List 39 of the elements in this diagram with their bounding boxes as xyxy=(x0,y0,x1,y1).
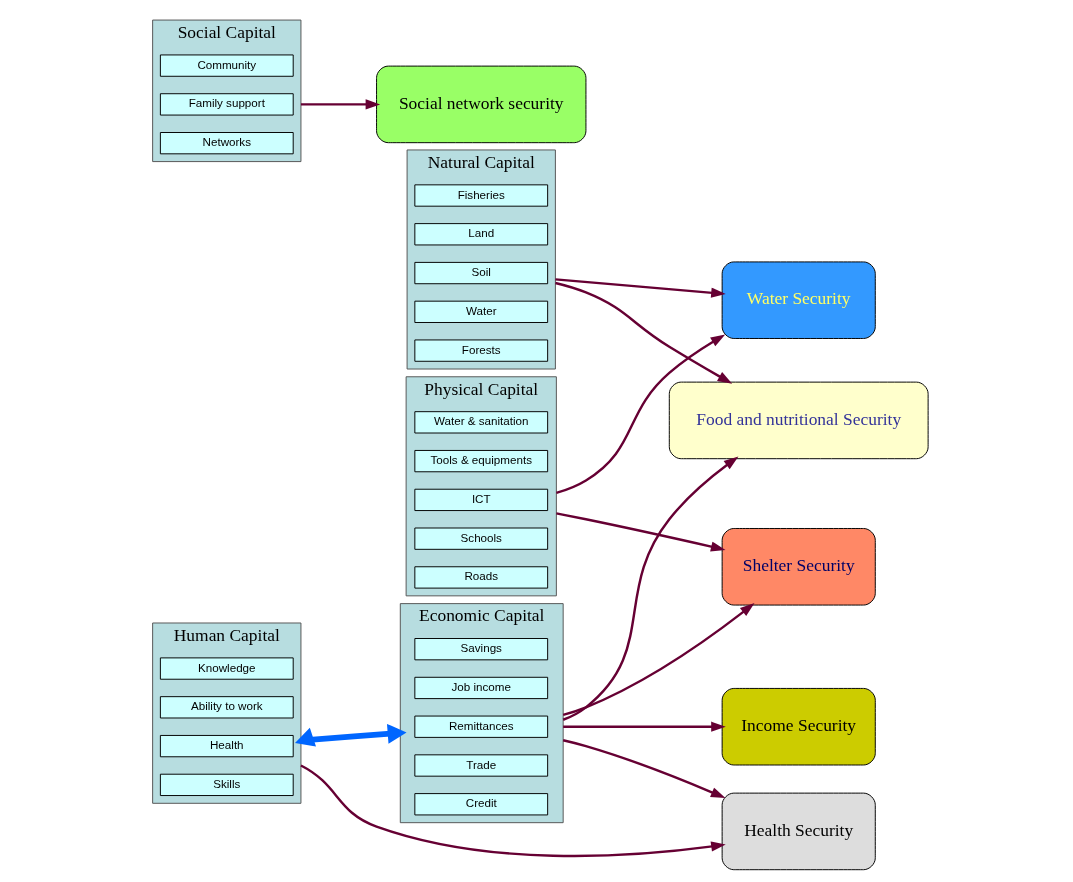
node-box: Fisheries xyxy=(414,184,549,207)
node-box: Skills xyxy=(159,773,294,797)
arrow xyxy=(295,723,407,747)
node-box: Credit xyxy=(414,793,549,816)
node-box: Water xyxy=(414,300,549,323)
node-box: Social network security xyxy=(376,65,587,144)
node-box: Water Security xyxy=(721,261,876,339)
node-box: Soil xyxy=(414,261,549,285)
node-box: Income Security xyxy=(721,687,876,766)
arrow xyxy=(562,456,739,721)
node-box: Schools xyxy=(414,527,549,550)
node-box: Health xyxy=(159,734,294,758)
arrow xyxy=(300,764,726,858)
arrow xyxy=(300,99,381,110)
node-box: Job income xyxy=(414,676,549,700)
node-box: Family support xyxy=(159,93,294,116)
arrow xyxy=(555,278,726,298)
node-box: Land xyxy=(414,223,549,246)
node-box: Water & sanitation xyxy=(414,411,549,434)
node-box: ICT xyxy=(414,488,549,512)
node-box: Remittances xyxy=(414,715,549,738)
arrow xyxy=(563,721,726,732)
arrow xyxy=(556,334,726,495)
node-box: Networks xyxy=(159,132,294,155)
arrow xyxy=(556,512,726,552)
node-box: Food and nutritional Security xyxy=(668,381,929,460)
arrow xyxy=(555,281,733,384)
node-box: Shelter Security xyxy=(721,528,876,606)
node-box: Ability to work xyxy=(159,696,294,719)
node-box: Community xyxy=(159,54,294,77)
node-box: Savings xyxy=(414,638,549,661)
node-box: Roads xyxy=(414,566,549,589)
node-box: Tools & equipments xyxy=(414,449,549,473)
arrow xyxy=(562,739,726,799)
node-box: Knowledge xyxy=(159,657,294,680)
node-box: Trade xyxy=(414,754,549,777)
node-box: Forests xyxy=(414,339,549,362)
node-box: Health Security xyxy=(721,792,876,871)
arrow xyxy=(562,603,755,717)
